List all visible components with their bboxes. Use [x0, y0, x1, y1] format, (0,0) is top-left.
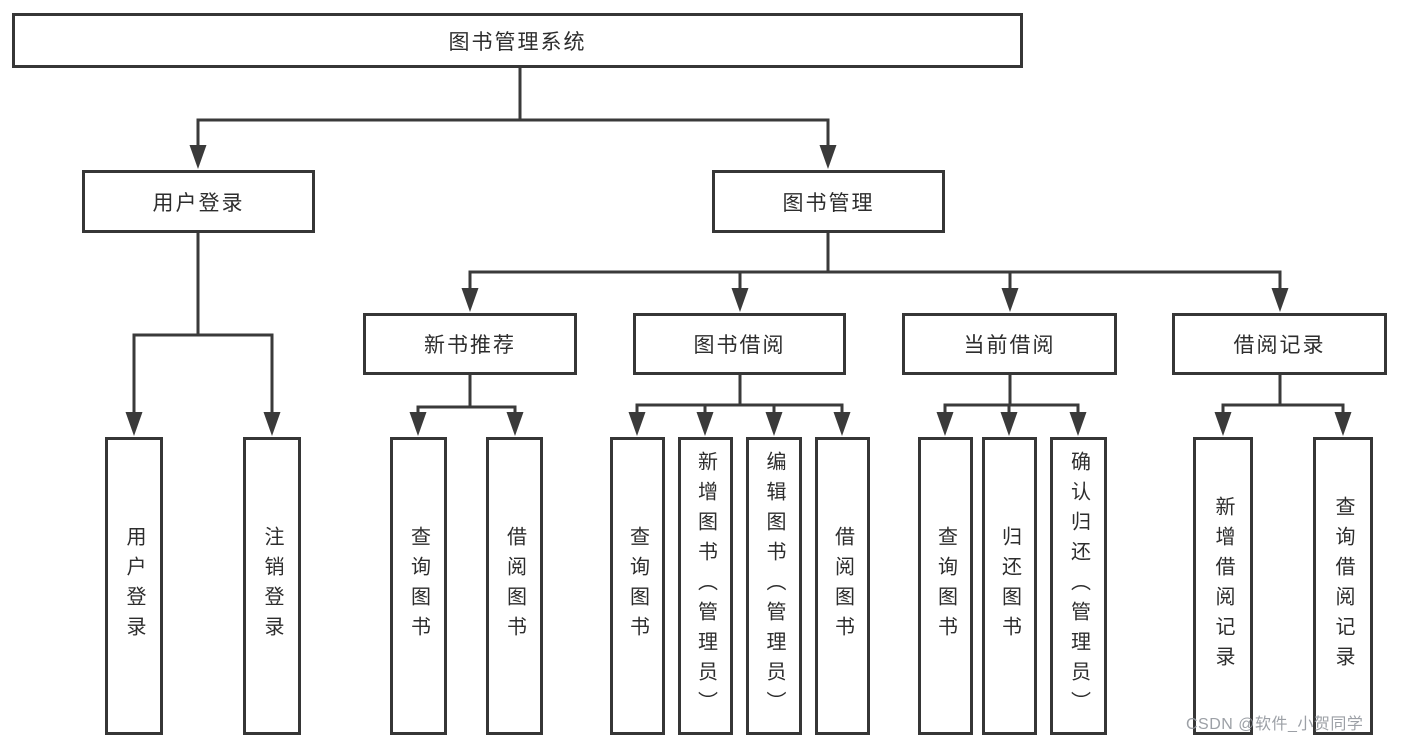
node-current-borrowing-label: 当前借阅 — [963, 334, 1056, 357]
leaf-logout-label: 注销登录 — [261, 526, 283, 646]
leaf-query-books-current: 查询图书 — [918, 437, 973, 735]
leaf-query-books-current-label: 查询图书 — [934, 526, 957, 646]
leaf-edit-books-admin-label: 编辑图书（管理员） — [763, 451, 785, 721]
node-borrowing-records: 借阅记录 — [1172, 313, 1387, 375]
node-root-label: 图书管理系统 — [448, 30, 587, 54]
leaf-query-books-borrow-label: 查询图书 — [626, 526, 649, 646]
leaf-query-borrow-record: 查询借阅记录 — [1313, 437, 1373, 735]
node-current-borrowing: 当前借阅 — [902, 313, 1117, 375]
leaf-confirm-return-admin: 确认归还（管理员） — [1050, 437, 1107, 735]
leaf-add-books-admin: 新增图书（管理员） — [678, 437, 733, 735]
leaf-query-borrow-record-label: 查询借阅记录 — [1332, 496, 1354, 676]
node-book-management-label: 图书管理 — [782, 191, 875, 215]
node-user-login-label: 用户登录 — [152, 191, 245, 215]
leaf-query-books-recommend-label: 查询图书 — [407, 526, 430, 646]
node-borrowing-records-label: 借阅记录 — [1233, 334, 1326, 357]
leaf-borrow-books-recommend: 借阅图书 — [486, 437, 543, 735]
leaf-add-borrow-record: 新增借阅记录 — [1193, 437, 1253, 735]
node-new-book-recommend: 新书推荐 — [363, 313, 577, 375]
leaf-return-books: 归还图书 — [982, 437, 1037, 735]
node-book-borrowing-label: 图书借阅 — [693, 334, 786, 357]
node-new-book-recommend-label: 新书推荐 — [424, 334, 516, 357]
leaf-query-books-recommend: 查询图书 — [390, 437, 447, 735]
leaf-borrow-books: 借阅图书 — [815, 437, 870, 735]
csdn-watermark: CSDN @软件_小贺同学 — [1186, 716, 1364, 733]
leaf-logout: 注销登录 — [243, 437, 301, 735]
leaf-user-login-label: 用户登录 — [123, 526, 145, 646]
leaf-user-login: 用户登录 — [105, 437, 163, 735]
node-root: 图书管理系统 — [12, 13, 1023, 68]
leaf-return-books-label: 归还图书 — [998, 526, 1021, 646]
leaf-add-books-admin-label: 新增图书（管理员） — [694, 451, 717, 721]
leaf-query-books-borrow: 查询图书 — [610, 437, 665, 735]
leaf-borrow-books-label: 借阅图书 — [831, 526, 854, 646]
node-book-management: 图书管理 — [712, 170, 945, 233]
leaf-edit-books-admin: 编辑图书（管理员） — [746, 437, 802, 735]
leaf-add-borrow-record-label: 新增借阅记录 — [1212, 496, 1234, 676]
node-user-login: 用户登录 — [82, 170, 315, 233]
node-book-borrowing: 图书借阅 — [633, 313, 846, 375]
leaf-borrow-books-recommend-label: 借阅图书 — [503, 526, 526, 646]
leaf-confirm-return-admin-label: 确认归还（管理员） — [1067, 451, 1090, 721]
